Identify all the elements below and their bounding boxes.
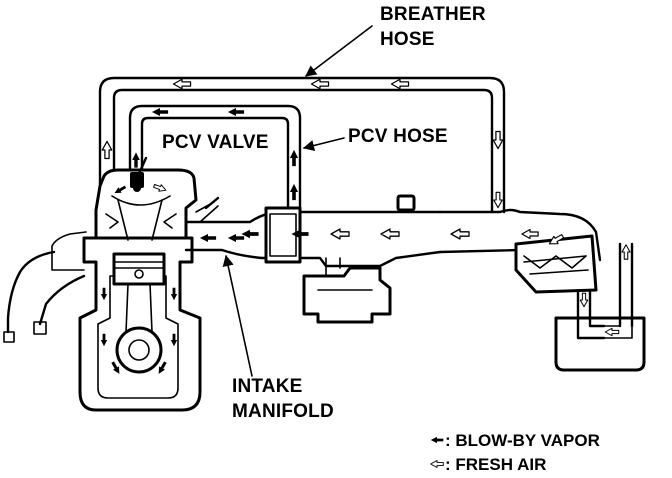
intake-manifold-label-line2: MANIFOLD — [232, 401, 334, 422]
pcv-hose-label: PCV HOSE — [348, 126, 448, 147]
leader-lines — [222, 25, 373, 377]
engine-block — [3, 156, 202, 412]
legend-fresh-air-text: : FRESH AIR — [445, 455, 546, 474]
solid-arrow-icon — [430, 436, 444, 444]
hollow-arrow-icon — [430, 460, 444, 468]
intake-manifold-label-line1: INTAKE — [232, 376, 303, 397]
legend-blow-by-text: : BLOW-BY VAPOR — [445, 431, 600, 450]
pcv-hose — [128, 104, 302, 212]
intake-duct — [184, 194, 646, 372]
legend: : BLOW-BY VAPOR : FRESH AIR — [430, 431, 600, 474]
breather-hose-label-line2: HOSE — [380, 29, 435, 50]
breather-hose-label-line1: BREATHER — [380, 4, 486, 25]
breather-hose — [98, 76, 506, 214]
pcv-valve-label: PCV VALVE — [162, 132, 269, 153]
